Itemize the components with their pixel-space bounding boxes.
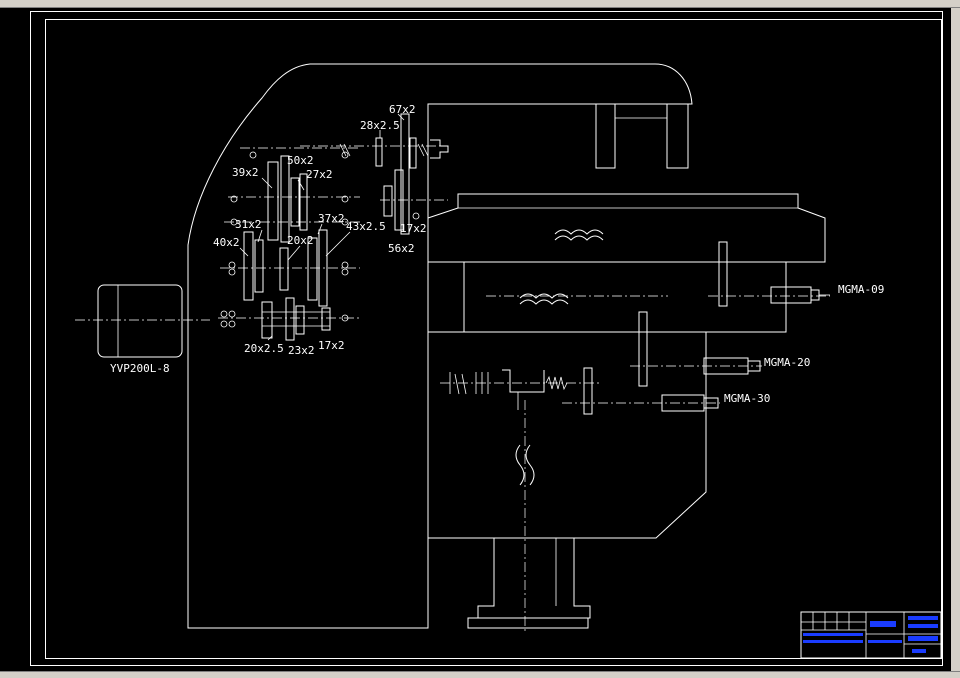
- outer-frame: [30, 11, 943, 666]
- label-28x2-5: 28x2.5: [360, 119, 400, 132]
- vertical-scrollbar[interactable]: [951, 8, 960, 671]
- status-bar: [0, 671, 960, 678]
- feed-train: [440, 241, 830, 415]
- toolbar-strip: [0, 0, 960, 8]
- leader-lines: [239, 113, 405, 341]
- worktable: [427, 193, 826, 263]
- label-67x2: 67x2: [389, 103, 416, 116]
- mgma09-label: MGMA-09: [838, 283, 884, 296]
- pedestal: [477, 538, 591, 619]
- table-wave: [554, 229, 604, 241]
- main-motor-body: [97, 284, 183, 358]
- label-20x2: 20x2: [287, 234, 314, 247]
- label-56x2: 56x2: [388, 242, 415, 255]
- label-40x2: 40x2: [213, 236, 240, 249]
- base-plate: [467, 617, 589, 629]
- small-gears: [339, 143, 429, 157]
- knee: [428, 331, 707, 539]
- bearings: [220, 151, 420, 328]
- gear-labels: 67x2 28x2.5 50x2 39x2 27x2 31x2 37x2 43x…: [213, 103, 427, 357]
- label-17x2-bottom: 17x2: [318, 339, 345, 352]
- label-27x2: 27x2: [306, 168, 333, 181]
- label-43x2-5: 43x2.5: [346, 220, 386, 233]
- overarm-hanger-right: [666, 104, 689, 169]
- gear-set: [243, 113, 449, 341]
- mgma20-label: MGMA-20: [764, 356, 810, 369]
- saddle-wave: [519, 293, 569, 305]
- label-50x2: 50x2: [287, 154, 314, 167]
- column-outline: [187, 63, 693, 629]
- overarm-hanger-left: [595, 104, 616, 169]
- drawing-canvas[interactable]: YVP200L-8: [0, 8, 951, 671]
- inner-border: [45, 19, 942, 659]
- label-20x2-5: 20x2.5: [244, 342, 284, 355]
- feed-motor-labels: MGMA-09 MGMA-20 MGMA-30: [724, 283, 884, 405]
- mgma30-label: MGMA-30: [724, 392, 770, 405]
- label-39x2: 39x2: [232, 166, 259, 179]
- saddle: [463, 261, 787, 333]
- label-31x2: 31x2: [235, 218, 262, 231]
- label-23x2: 23x2: [288, 344, 315, 357]
- label-37x2: 37x2: [318, 212, 345, 225]
- elevation-wave: [515, 444, 535, 486]
- title-block: [800, 611, 942, 659]
- main-motor-label: YVP200L-8: [110, 362, 170, 375]
- label-17x2-top: 17x2: [400, 222, 427, 235]
